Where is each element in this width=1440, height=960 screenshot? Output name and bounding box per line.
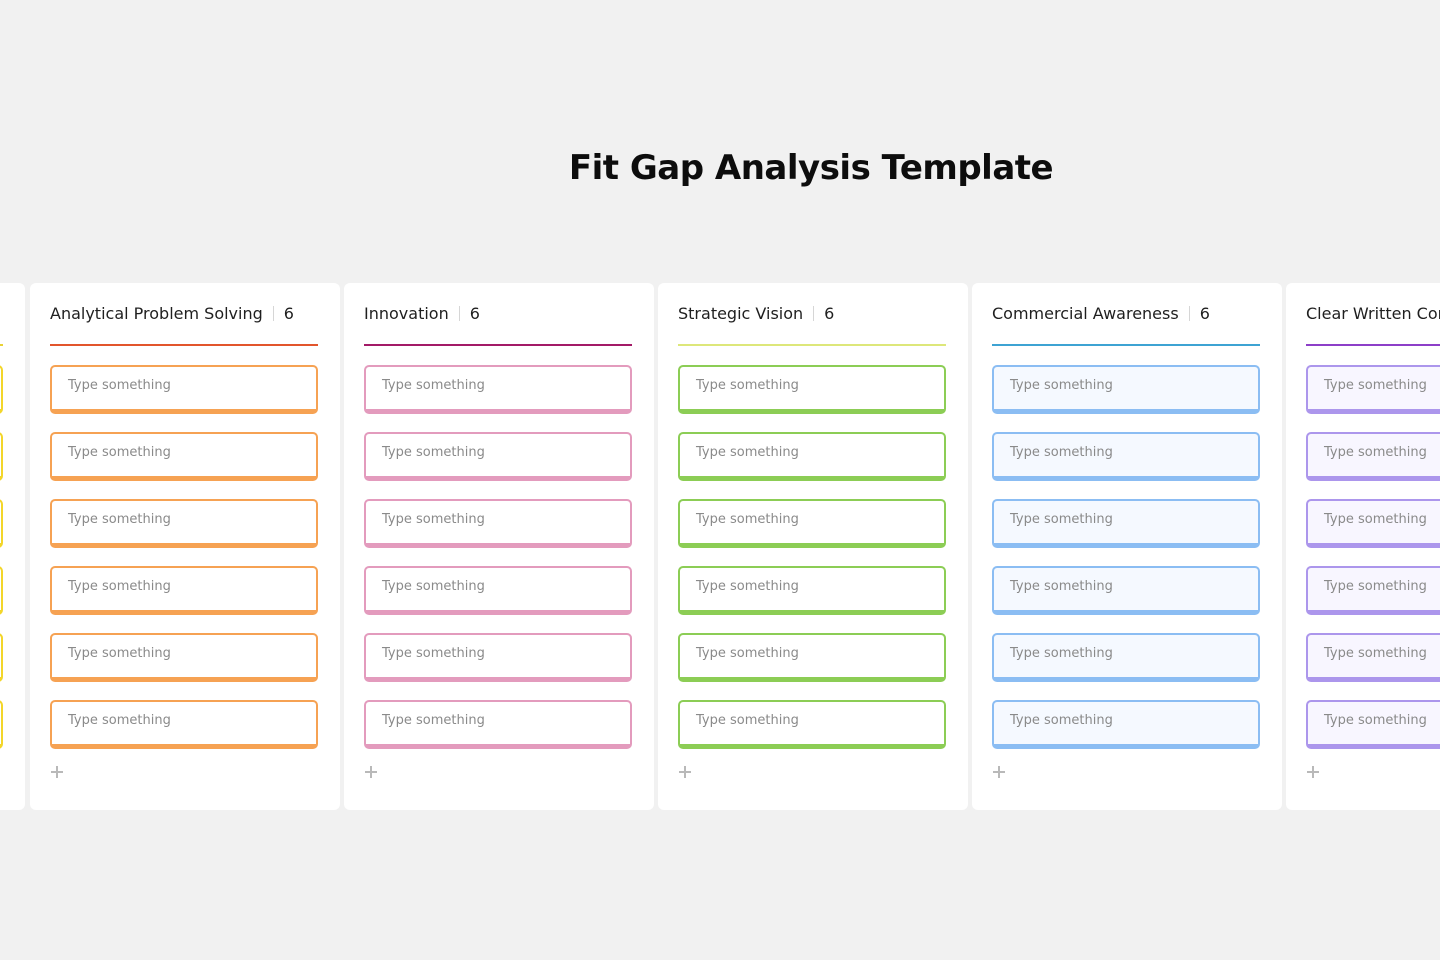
card-text[interactable]: Type something (1324, 512, 1427, 527)
card-text[interactable]: Type something (1010, 579, 1113, 594)
card-text[interactable]: Type something (382, 512, 485, 527)
sticky-card[interactable]: Type something (992, 566, 1260, 615)
sticky-card[interactable]: Type something (992, 499, 1260, 548)
sticky-card[interactable]: Type something (678, 365, 946, 414)
sticky-card[interactable]: Type something (50, 700, 318, 749)
card-text[interactable]: Type something (1324, 646, 1427, 661)
column-title[interactable]: Innovation (364, 304, 449, 323)
card-text[interactable]: Type something (696, 579, 799, 594)
add-card-plus-icon[interactable] (678, 765, 692, 779)
add-card-plus-icon[interactable] (992, 765, 1006, 779)
column-header: Commercial Awareness 6 (992, 283, 1260, 346)
card-text[interactable]: Type something (1010, 512, 1113, 527)
card-text[interactable]: Type something (696, 512, 799, 527)
sticky-card[interactable]: Type something (992, 633, 1260, 682)
card-text[interactable]: Type something (382, 579, 485, 594)
card-text[interactable]: Type something (696, 713, 799, 728)
card-text[interactable]: Type something (68, 713, 171, 728)
sticky-card[interactable]: Type something (364, 365, 632, 414)
sticky-card[interactable]: Type something (1306, 499, 1440, 548)
card-text[interactable]: Type something (1010, 445, 1113, 460)
sticky-card[interactable]: Type something (678, 432, 946, 481)
card-text[interactable]: Type something (382, 646, 485, 661)
card-text[interactable]: Type something (1010, 646, 1113, 661)
sticky-card[interactable]: Type something (992, 365, 1260, 414)
column-commercial-awareness: Commercial Awareness 6 Type something Ty… (972, 283, 1282, 810)
sticky-card[interactable]: Type something (50, 365, 318, 414)
sticky-card[interactable] (0, 365, 3, 414)
column-title[interactable]: Strategic Vision (678, 304, 804, 323)
header-divider (813, 306, 815, 321)
sticky-card[interactable]: Type something (678, 499, 946, 548)
column-header (0, 283, 3, 346)
column-innovation: Innovation 6 Type something Type somethi… (344, 283, 654, 810)
header-divider (272, 306, 274, 321)
column-header: Strategic Vision 6 (678, 283, 946, 346)
sticky-card[interactable]: Type something (364, 432, 632, 481)
sticky-card[interactable]: Type something (1306, 432, 1440, 481)
sticky-card[interactable]: Type something (364, 700, 632, 749)
column-title[interactable]: Analytical Problem Solving (50, 304, 263, 323)
add-card-plus-icon[interactable] (1306, 765, 1320, 779)
sticky-card[interactable]: Type something (1306, 700, 1440, 749)
card-text[interactable]: Type something (696, 646, 799, 661)
column-title[interactable]: Clear Written Cor (1306, 304, 1440, 323)
card-text[interactable]: Type something (1324, 378, 1427, 393)
sticky-card[interactable]: Type something (364, 499, 632, 548)
column-partial-left (0, 283, 25, 810)
card-count: 6 (1199, 304, 1210, 323)
card-text[interactable]: Type something (1010, 378, 1113, 393)
card-count: 6 (824, 304, 835, 323)
sticky-card[interactable] (0, 432, 3, 481)
header-divider (1188, 306, 1190, 321)
sticky-card[interactable]: Type something (992, 700, 1260, 749)
sticky-card[interactable]: Type something (364, 566, 632, 615)
sticky-card[interactable]: Type something (678, 633, 946, 682)
card-count: 6 (469, 304, 480, 323)
card-text[interactable]: Type something (382, 445, 485, 460)
card-text[interactable]: Type something (382, 378, 485, 393)
sticky-card[interactable]: Type something (50, 432, 318, 481)
card-text[interactable]: Type something (68, 646, 171, 661)
card-text[interactable]: Type something (1324, 445, 1427, 460)
sticky-card[interactable]: Type something (678, 566, 946, 615)
sticky-card[interactable] (0, 566, 3, 615)
card-text[interactable]: Type something (68, 378, 171, 393)
add-card-plus-icon[interactable] (364, 765, 378, 779)
sticky-card[interactable] (0, 700, 3, 749)
sticky-card[interactable]: Type something (992, 432, 1260, 481)
card-text[interactable]: Type something (696, 378, 799, 393)
sticky-card[interactable]: Type something (678, 700, 946, 749)
column-header: Analytical Problem Solving 6 (50, 283, 318, 346)
column-header: Innovation 6 (364, 283, 632, 346)
card-text[interactable]: Type something (68, 512, 171, 527)
sticky-card[interactable]: Type something (364, 633, 632, 682)
card-text[interactable]: Type something (1324, 579, 1427, 594)
card-text[interactable]: Type something (68, 579, 171, 594)
card-text[interactable]: Type something (382, 713, 485, 728)
add-card-plus-icon[interactable] (50, 765, 64, 779)
page-title: Fit Gap Analysis Template (568, 148, 1054, 188)
sticky-card[interactable]: Type something (1306, 365, 1440, 414)
column-strategic-vision: Strategic Vision 6 Type something Type s… (658, 283, 968, 810)
card-text[interactable]: Type something (1010, 713, 1113, 728)
column-analytical-problem-solving: Analytical Problem Solving 6 Type someth… (30, 283, 340, 810)
board: Analytical Problem Solving 6 Type someth… (0, 283, 1440, 811)
sticky-card[interactable]: Type something (1306, 633, 1440, 682)
card-text[interactable]: Type something (696, 445, 799, 460)
sticky-card[interactable]: Type something (1306, 566, 1440, 615)
column-title[interactable]: Commercial Awareness (992, 304, 1179, 323)
card-text[interactable]: Type something (1324, 713, 1427, 728)
sticky-card[interactable] (0, 633, 3, 682)
sticky-card[interactable]: Type something (50, 566, 318, 615)
sticky-card[interactable] (0, 499, 3, 548)
column-header: Clear Written Cor (1306, 283, 1440, 346)
sticky-card[interactable]: Type something (50, 499, 318, 548)
sticky-card[interactable]: Type something (50, 633, 318, 682)
card-text[interactable]: Type something (68, 445, 171, 460)
header-divider (458, 306, 460, 321)
column-clear-written-communication: Clear Written Cor Type something Type so… (1286, 283, 1440, 810)
card-count: 6 (283, 304, 294, 323)
